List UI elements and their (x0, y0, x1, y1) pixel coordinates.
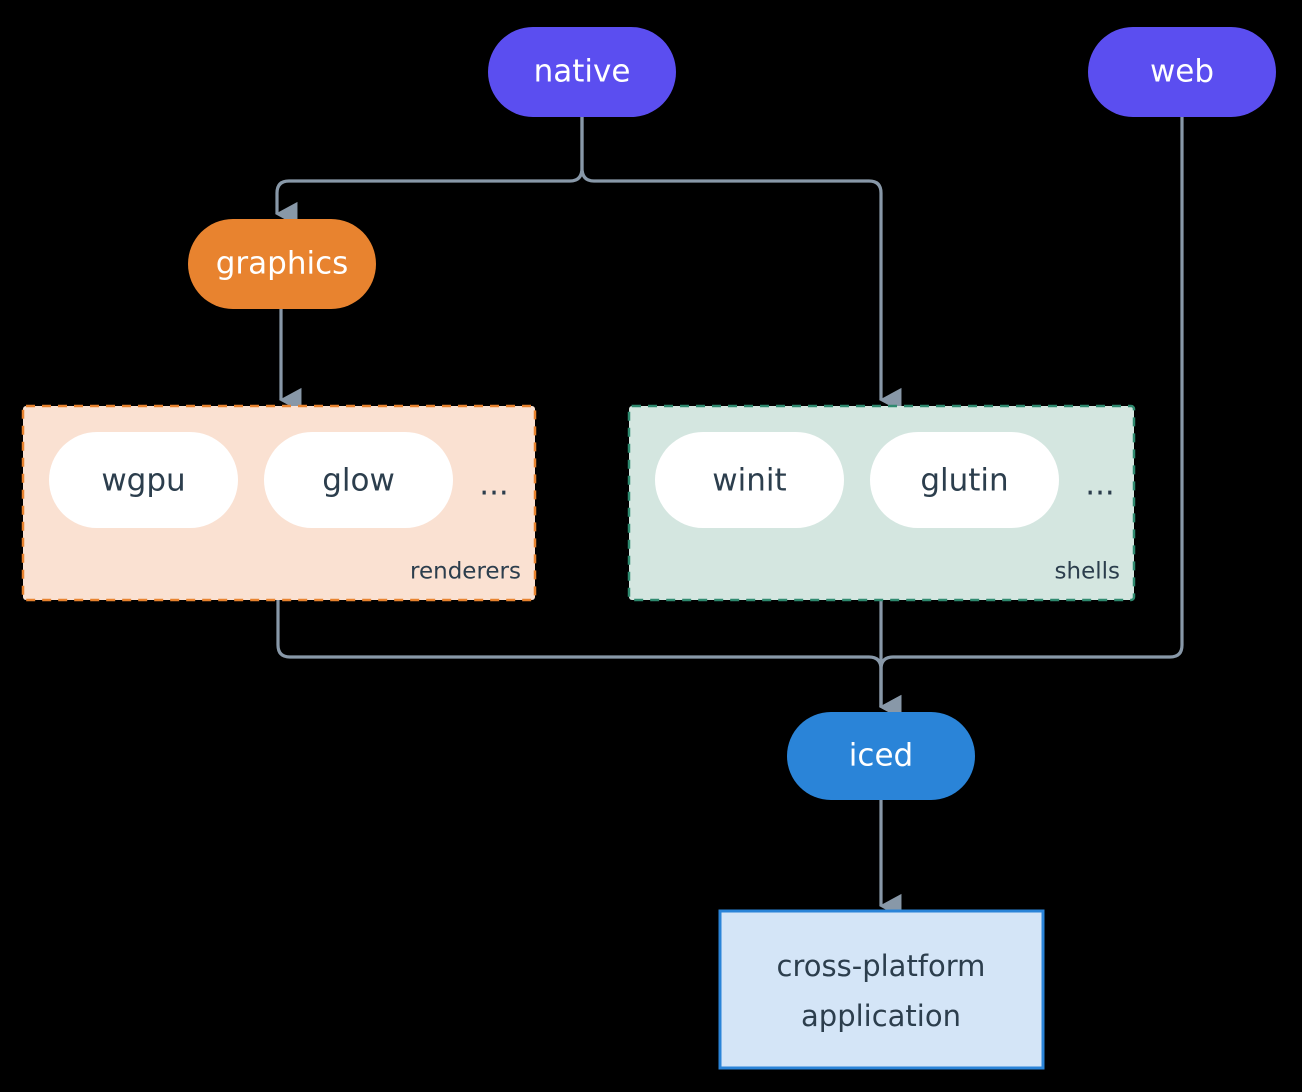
node-native-pill (488, 27, 676, 117)
renderer-item-wgpu-label: wgpu (101, 463, 185, 499)
node-native[interactable]: native (488, 27, 676, 117)
node-iced-pill (787, 712, 975, 800)
edge-web-to-iced (879, 117, 1184, 720)
node-iced[interactable]: iced (787, 712, 975, 800)
group-shells-label: shells (1055, 559, 1120, 585)
renderer-item-wgpu[interactable]: wgpu (49, 432, 238, 528)
shell-item-winit-pill (655, 432, 844, 528)
node-graphics-label: graphics (216, 246, 349, 282)
node-application-label-line1: cross-platform (777, 949, 986, 983)
renderer-item-glow-label: glow (322, 463, 395, 499)
shell-item-glutin-label: glutin (920, 463, 1008, 499)
shell-item-winit[interactable]: winit (655, 432, 844, 528)
node-native-label: native (534, 54, 631, 90)
edge-native-to-shells (580, 117, 902, 413)
node-application-box (718, 909, 1045, 1070)
node-web-pill (1088, 27, 1276, 117)
shell-item-glutin-pill (870, 432, 1059, 528)
renderer-item-glow-pill (264, 432, 453, 528)
node-application[interactable]: cross-platform application (718, 909, 1045, 1070)
group-renderers-label: renderers (410, 559, 521, 585)
renderers-ellipsis: ... (479, 467, 509, 503)
node-web-label: web (1150, 54, 1214, 90)
node-graphics[interactable]: graphics (188, 219, 376, 309)
node-web[interactable]: web (1088, 27, 1276, 117)
group-renderers[interactable]: wgpu glow ... renderers (21, 404, 537, 602)
shells-ellipsis: ... (1085, 467, 1115, 503)
node-iced-label: iced (849, 738, 913, 774)
renderer-item-wgpu-pill (49, 432, 238, 528)
renderer-item-glow[interactable]: glow (264, 432, 453, 528)
group-shells[interactable]: winit glutin ... shells (627, 404, 1136, 602)
shell-item-winit-label: winit (712, 463, 786, 499)
shell-item-glutin[interactable]: glutin (870, 432, 1059, 528)
node-application-label-line2: application (801, 999, 961, 1033)
node-graphics-pill (188, 219, 376, 309)
